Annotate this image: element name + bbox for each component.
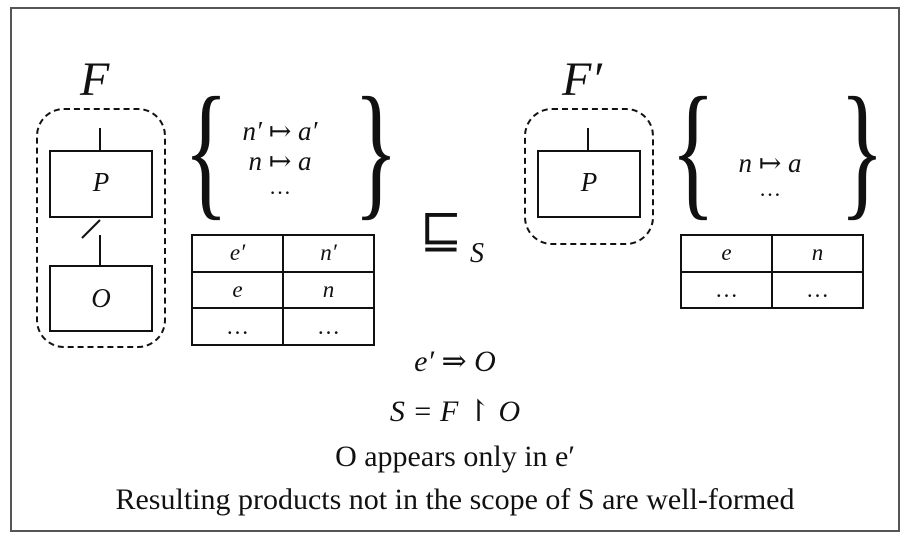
right-title: F′ [562,53,602,106]
left-node-p-label: P [92,167,110,197]
left-title: F [80,53,110,106]
right-mapping-2: … [759,176,781,201]
left-node-p [49,150,153,218]
condition-scope: S = F ↾ O [389,395,521,428]
right-table: e n … … [680,234,864,309]
left-table: e′ n′ e n … … [191,234,375,346]
left-close-brace: } [353,67,399,233]
refinement-symbol: ⊑ [420,203,463,259]
left-feature-box [36,108,166,348]
table-cell: n [282,270,375,310]
right-open-brace: { [670,67,716,233]
left-mapping-2: n ↦ a [248,146,312,176]
table-cell: … [282,307,375,346]
left-mappings: n′ ↦ a′ n ↦ a … [215,116,345,198]
right-mapping-1: n ↦ a [738,148,802,178]
table-row: e′ n′ [191,234,375,273]
condition-appears-only: O appears only in e′ [335,440,575,473]
left-node-o-label: O [91,283,111,313]
left-child-edge-tick [81,219,101,239]
left-mapping-3: … [269,174,291,199]
refinement-subscript: S [470,238,484,269]
table-cell: n [771,234,864,273]
table-row: … … [680,270,864,309]
left-mapping-1: n′ ↦ a′ [242,116,318,146]
right-node-p [537,150,641,218]
condition-well-formed: Resulting products not in the scope of S… [115,483,795,516]
table-cell: … [771,270,864,309]
table-cell: e [191,270,284,310]
table-row: e n [680,234,864,273]
left-node-o [49,265,153,332]
right-node-p-label: P [580,167,598,197]
condition-implication: e′ ⇒ O [414,345,496,378]
right-mappings: n ↦ a … [705,148,835,200]
table-cell: e′ [191,234,284,273]
table-cell: n′ [282,234,375,273]
table-cell: … [191,307,284,346]
table-row: e n [191,270,375,310]
table-cell: … [680,270,773,309]
left-open-brace: { [183,67,229,233]
right-close-brace: } [839,67,885,233]
table-row: … … [191,307,375,346]
diagram-frame [10,7,900,532]
table-cell: e [680,234,773,273]
right-feature-box [524,108,654,245]
